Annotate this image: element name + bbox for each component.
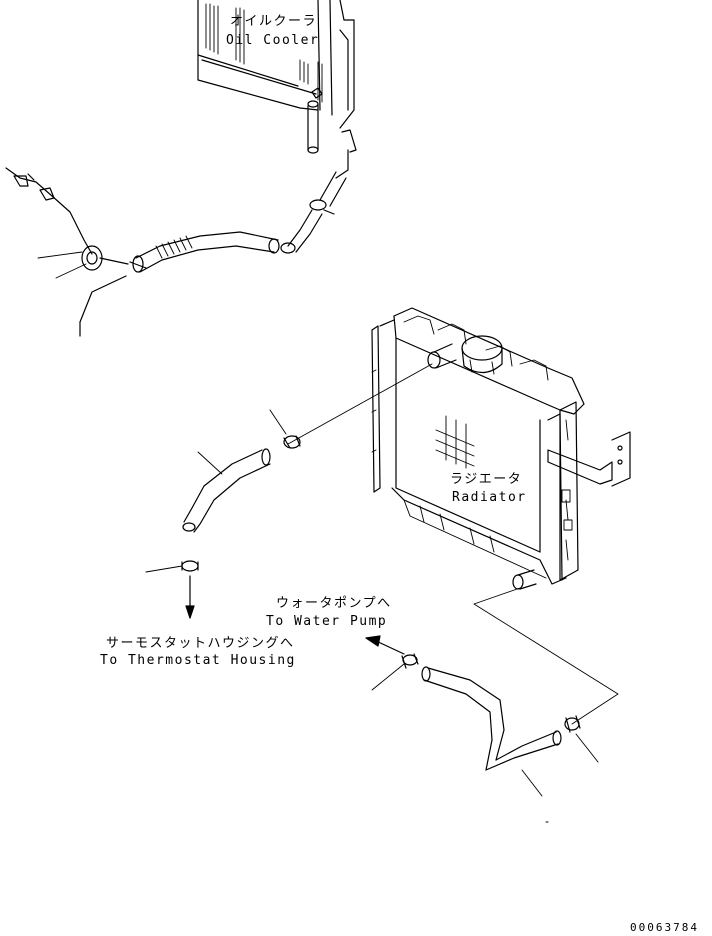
oil-cooler-label-en: Oil Cooler [226, 33, 320, 48]
document-number: 00063784 [630, 921, 699, 934]
radiator [371, 307, 631, 590]
oil-hose [5, 167, 280, 337]
oil-cooler [197, 0, 357, 254]
thermostat-label-jp: サーモスタットハウジングへ [106, 636, 295, 651]
thermostat-label-en: To Thermostat Housing [100, 653, 296, 668]
upper-hose [145, 363, 433, 619]
oil-cooler-label-jp: オイルクーラ [230, 14, 318, 29]
lower-hose [365, 587, 619, 823]
water-pump-label-jp: ウォータポンプへ [276, 596, 392, 611]
water-pump-label-en: To Water Pump [266, 614, 388, 629]
radiator-label-en: Radiator [452, 490, 527, 505]
radiator-label-jp: ラジエータ [450, 472, 523, 487]
